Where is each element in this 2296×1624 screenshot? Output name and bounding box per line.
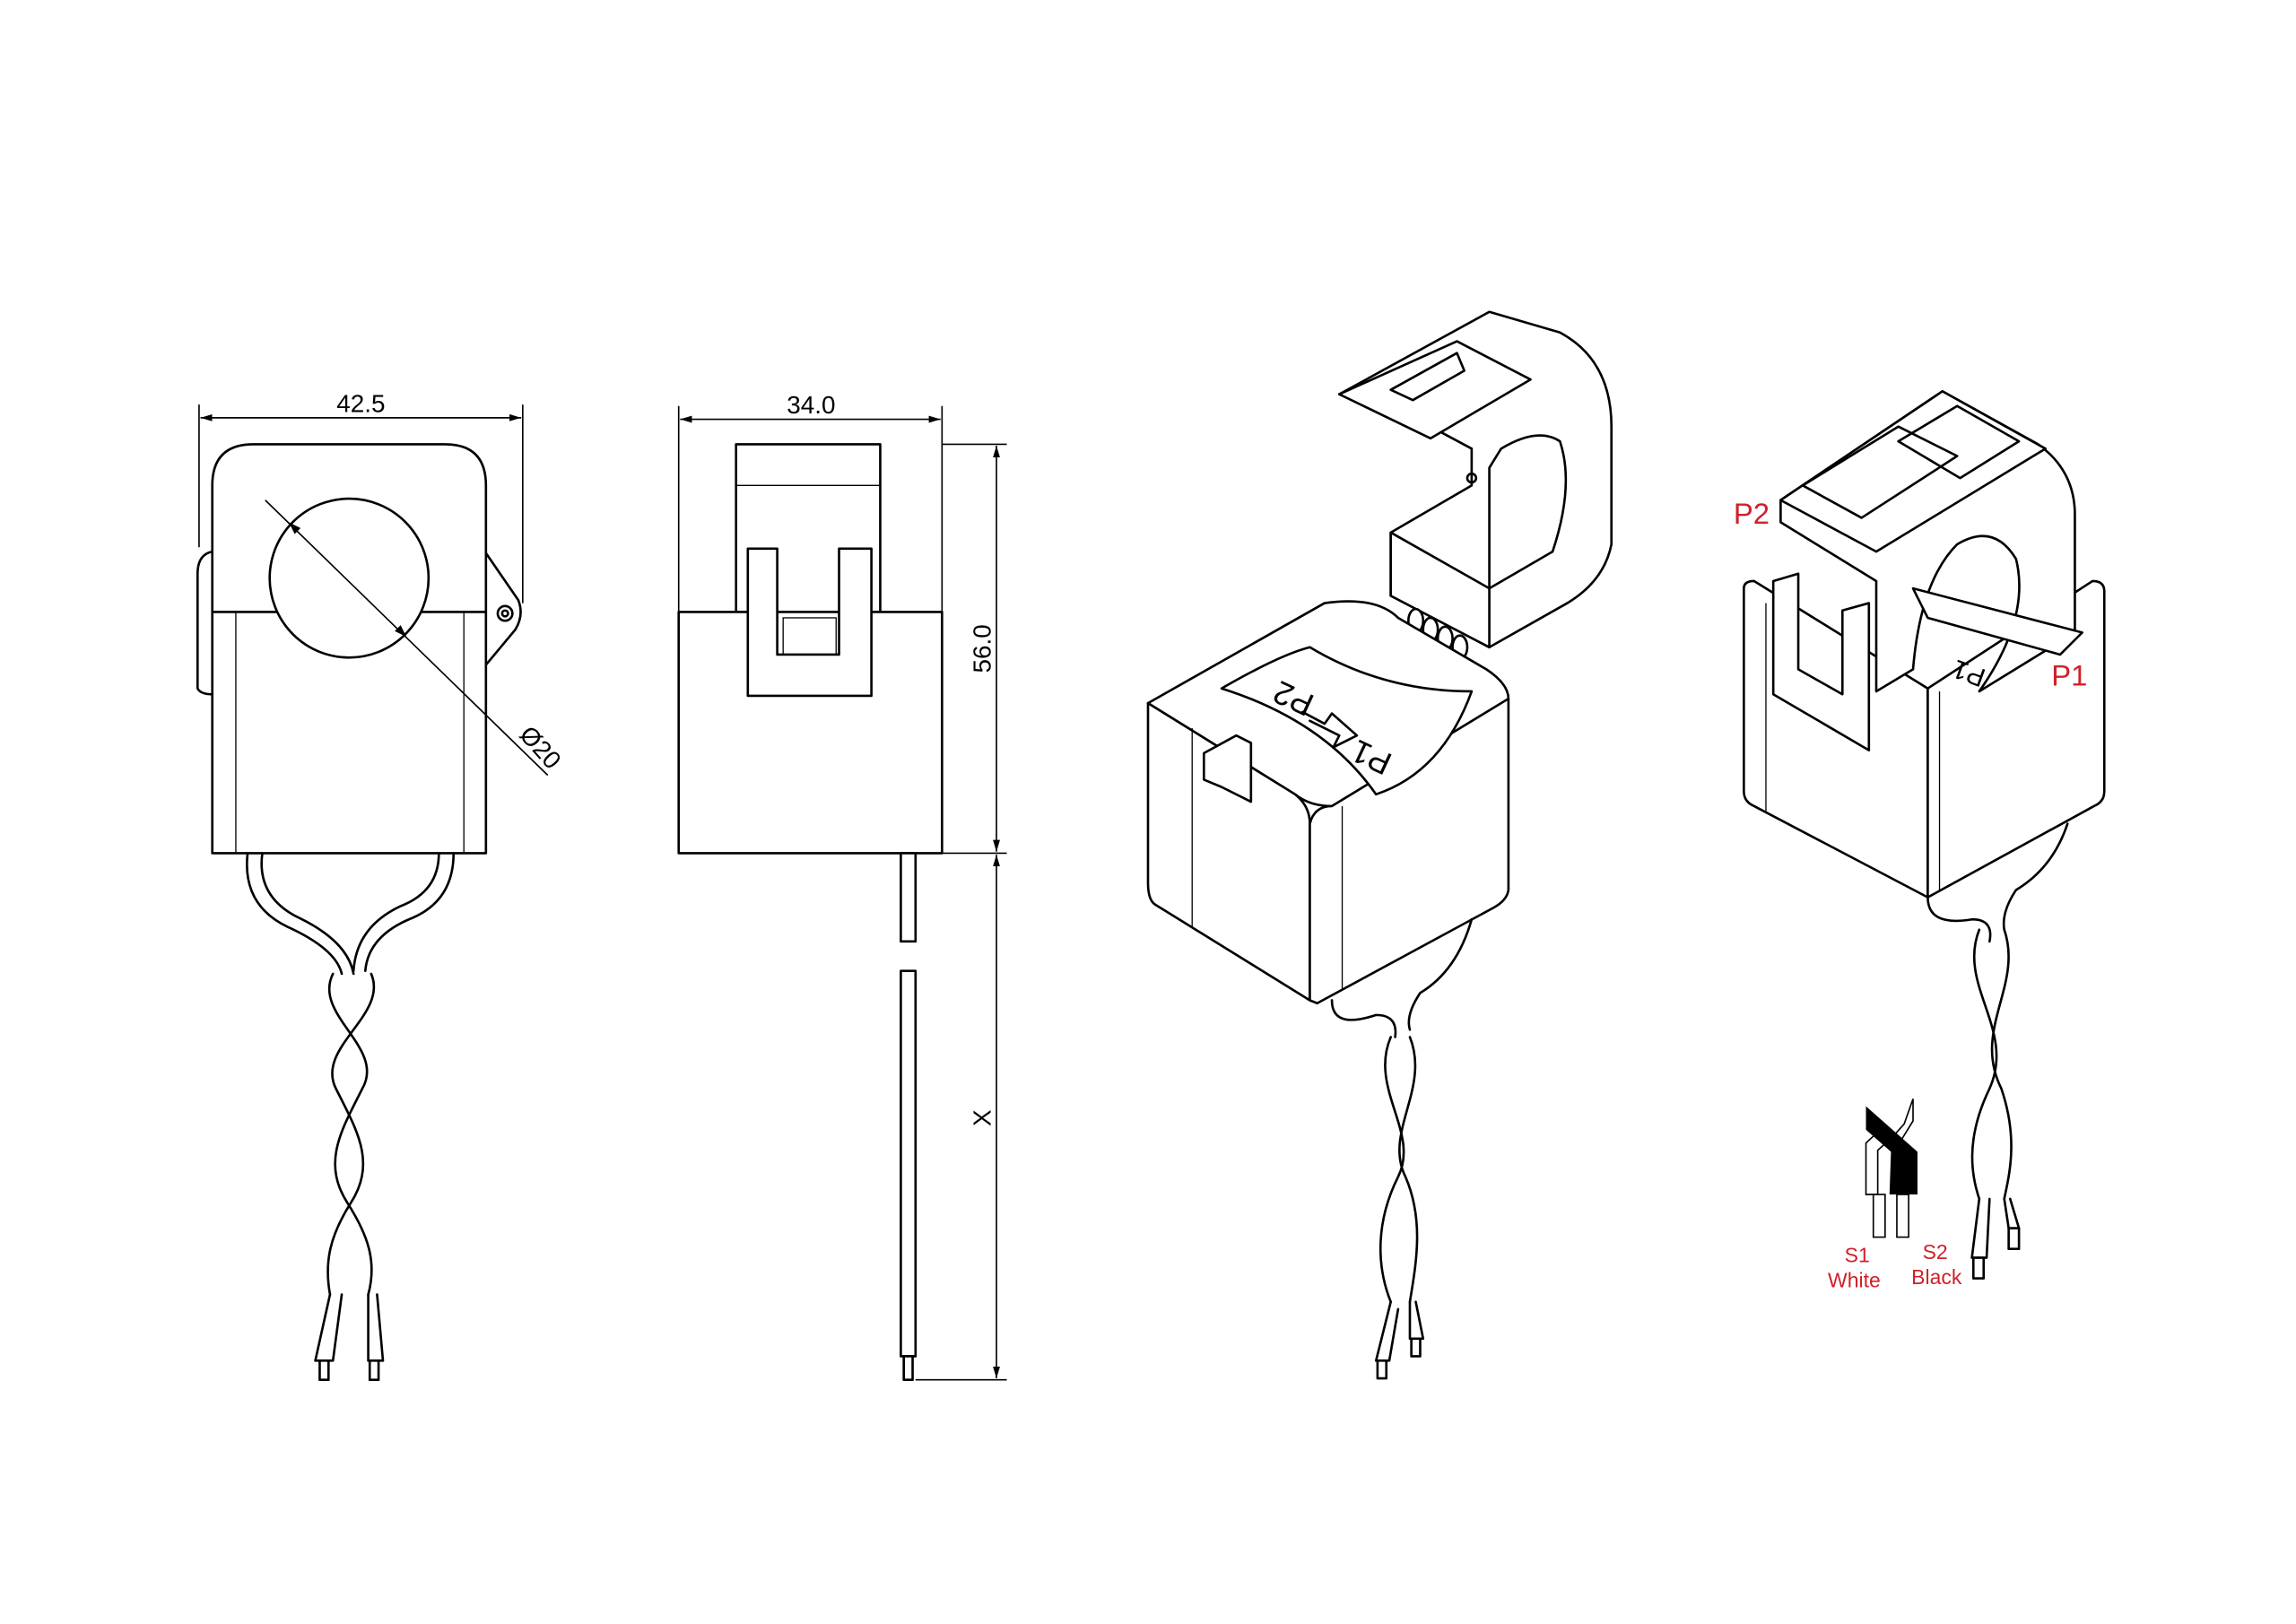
side-lead-upper <box>900 852 918 943</box>
closed-label-p2: P2 <box>1734 497 1770 530</box>
twisted-pair-symbol-icon <box>1865 1099 1918 1238</box>
direction-arrow <box>1300 710 1359 749</box>
open-secondary-leads <box>1330 917 1474 1380</box>
front-secondary-leads <box>246 852 456 1382</box>
closed-secondary-leads <box>1926 822 2069 1280</box>
front-left-tab <box>196 550 213 696</box>
primary-aperture <box>268 497 430 659</box>
lead-length-label: X <box>968 1109 996 1126</box>
s2-label: S2 <box>1923 1240 1948 1264</box>
open-base-side <box>1309 697 1510 1005</box>
s2-color-label: Black <box>1911 1265 1962 1289</box>
closed-label-p1: P1 <box>2051 658 2087 691</box>
depth-dimension-label: 34.0 <box>787 391 835 419</box>
wiring-legend: S1 White S2 Black <box>1828 1099 1962 1291</box>
s1-label: S1 <box>1845 1243 1870 1266</box>
diameter-dimension-line <box>265 499 549 777</box>
closed-iso-view: P1 P2 P1 <box>1734 390 2106 1280</box>
diameter-dimension-label: Ø20 <box>514 720 566 774</box>
front-view: 42.5 Ø20 <box>196 389 567 1382</box>
closed-base-side <box>1926 579 2106 899</box>
side-lower-body <box>677 611 944 855</box>
side-latch-clip <box>746 547 873 698</box>
side-lead-lower <box>900 969 918 1358</box>
front-hinge <box>484 551 522 666</box>
closed-latch-clip <box>1771 572 1871 751</box>
s1-color-label: White <box>1828 1268 1881 1291</box>
side-view: 34.0 56.0 X <box>677 391 1007 1382</box>
width-dimension-label: 42.5 <box>336 389 385 417</box>
open-iso-view: P2 P1 <box>1146 310 1613 1380</box>
height-dimension-label: 56.0 <box>968 624 996 673</box>
